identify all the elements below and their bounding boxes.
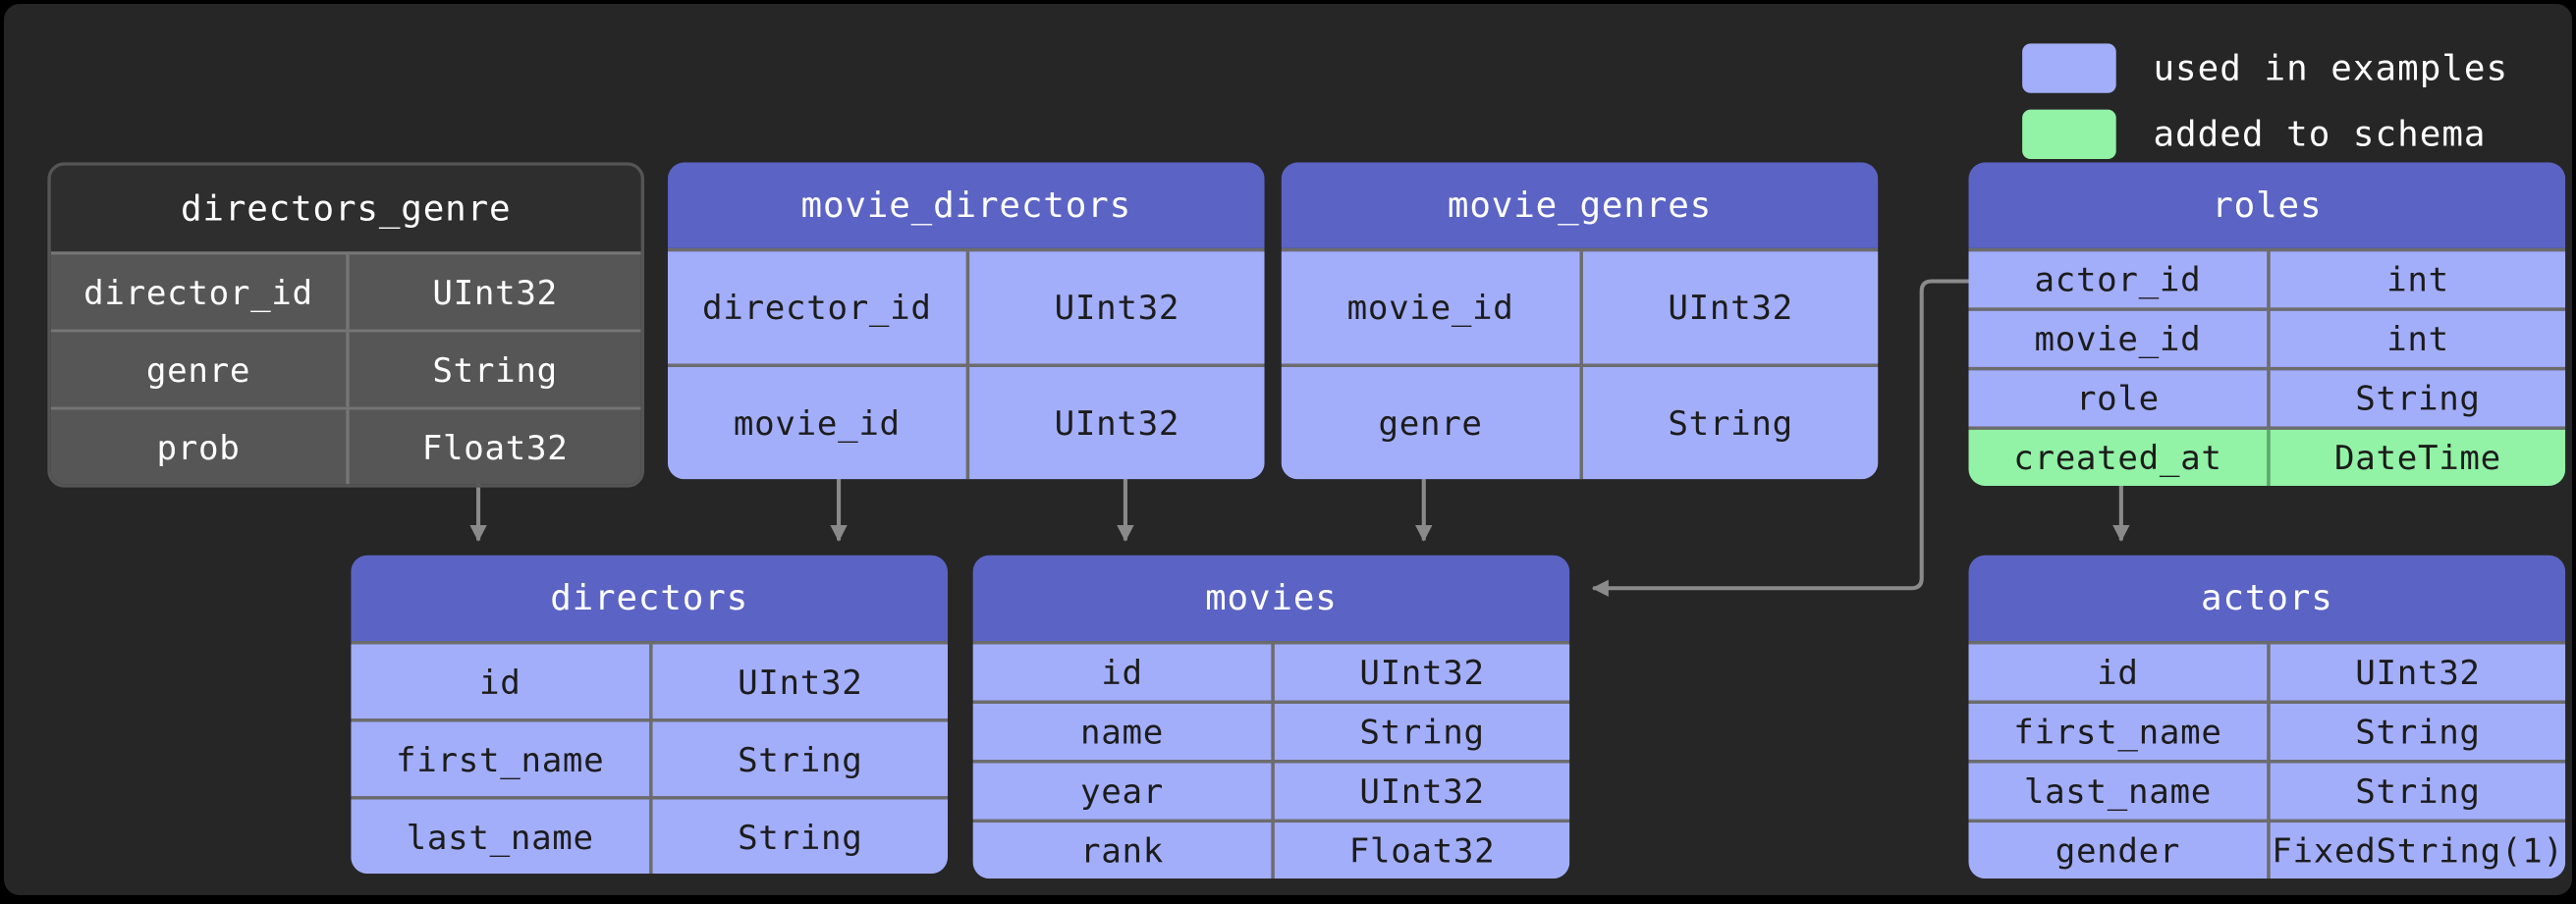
table-row[interactable]: rank Float32	[972, 819, 1570, 879]
column-name-year: year	[972, 763, 1272, 820]
column-name-id: id	[972, 644, 1272, 701]
table-roles[interactable]: roles actor_id int movie_id int role Str…	[1968, 162, 2566, 486]
table-row[interactable]: actor_id int	[1968, 247, 2566, 308]
table-row[interactable]: role String	[1968, 366, 2566, 427]
table-row-highlighted-created-at[interactable]: created_at DateTime	[1968, 426, 2566, 486]
column-type-prob: Float32	[346, 409, 641, 485]
column-name-movie-id: movie_id	[1281, 251, 1580, 364]
table-movies[interactable]: movies id UInt32 name String year UInt32…	[972, 555, 1570, 879]
column-type-role: String	[2267, 370, 2566, 427]
table-movie-genres[interactable]: movie_genres movie_id UInt32 genre Strin…	[1281, 162, 1879, 480]
column-type-last-name: String	[649, 799, 948, 875]
column-name-rank: rank	[972, 823, 1272, 879]
legend-item-added-to-schema: added to schema	[2022, 109, 2508, 160]
table-row[interactable]: id UInt32	[1968, 641, 2566, 701]
column-type-id: UInt32	[649, 644, 948, 719]
column-name-genre: genre	[50, 332, 347, 407]
table-row[interactable]: movie_id int	[1968, 307, 2566, 367]
column-name-director-id: director_id	[50, 254, 347, 330]
legend-swatch-added-to-schema	[2022, 109, 2116, 160]
table-row[interactable]: prob Float32	[50, 406, 641, 485]
table-title-movies: movies	[972, 555, 1570, 642]
table-title-movie-directors: movie_directors	[667, 162, 1265, 248]
table-row[interactable]: first_name String	[351, 718, 948, 797]
column-name-gender: gender	[1968, 823, 2268, 879]
table-row[interactable]: director_id UInt32	[667, 247, 1265, 364]
column-type-first-name: String	[649, 721, 948, 797]
table-row[interactable]: last_name String	[351, 796, 948, 875]
table-directors[interactable]: directors id UInt32 first_name String la…	[351, 555, 948, 875]
table-row[interactable]: genre String	[1281, 363, 1879, 480]
table-row[interactable]: first_name String	[1968, 700, 2566, 761]
legend-label-used-in-examples: used in examples	[2153, 48, 2509, 88]
table-movie-directors[interactable]: movie_directors director_id UInt32 movie…	[667, 162, 1265, 480]
column-name-actor-id: actor_id	[1968, 251, 2268, 308]
table-title-actors: actors	[1968, 555, 2566, 642]
legend-label-added-to-schema: added to schema	[2153, 114, 2487, 155]
column-type-id: UInt32	[2267, 644, 2566, 701]
column-name-prob: prob	[50, 409, 347, 485]
table-title-directors: directors	[351, 555, 948, 642]
table-row[interactable]: year UInt32	[972, 760, 1570, 820]
column-name-last-name: last_name	[1968, 763, 2268, 820]
table-row[interactable]: director_id UInt32	[50, 251, 641, 330]
column-name-genre: genre	[1281, 366, 1580, 480]
column-type-genre: String	[346, 332, 641, 407]
column-type-rank: Float32	[1271, 823, 1570, 879]
column-name-director-id: director_id	[667, 251, 966, 364]
column-type-last-name: String	[2267, 763, 2566, 820]
column-name-role: role	[1968, 370, 2268, 427]
column-name-created-at: created_at	[1968, 429, 2268, 486]
table-row[interactable]: gender FixedString(1)	[1968, 819, 2566, 879]
column-name-movie-id: movie_id	[667, 366, 966, 480]
column-name-movie-id: movie_id	[1968, 310, 2268, 367]
column-name-id: id	[1968, 644, 2268, 701]
table-title-directors-genre: directors_genre	[50, 165, 641, 252]
column-type-created-at: DateTime	[2267, 429, 2566, 486]
column-type-year: UInt32	[1271, 763, 1570, 820]
column-type-name: String	[1271, 703, 1570, 761]
column-name-last-name: last_name	[351, 799, 650, 875]
column-type-genre: String	[1579, 366, 1879, 480]
table-row[interactable]: last_name String	[1968, 760, 2566, 820]
table-row[interactable]: id UInt32	[972, 641, 1570, 701]
table-actors[interactable]: actors id UInt32 first_name String last_…	[1968, 555, 2566, 879]
column-name-first-name: first_name	[1968, 703, 2268, 761]
column-type-director-id: UInt32	[965, 251, 1265, 364]
table-title-roles: roles	[1968, 162, 2566, 248]
table-row[interactable]: movie_id UInt32	[667, 363, 1265, 480]
column-type-gender: FixedString(1)	[2267, 823, 2566, 879]
column-type-actor-id: int	[2267, 251, 2566, 308]
legend-item-used-in-examples: used in examples	[2022, 43, 2509, 93]
table-row[interactable]: movie_id UInt32	[1281, 247, 1879, 364]
diagram-panel: used in examples added to schema	[4, 4, 2572, 895]
table-title-movie-genres: movie_genres	[1281, 162, 1879, 248]
column-type-id: UInt32	[1271, 644, 1570, 701]
column-type-director-id: UInt32	[346, 254, 641, 330]
column-type-movie-id: UInt32	[965, 366, 1265, 480]
column-name-first-name: first_name	[351, 721, 650, 797]
table-row[interactable]: id UInt32	[351, 641, 948, 719]
table-row[interactable]: name String	[972, 700, 1570, 761]
legend-swatch-used-in-examples	[2022, 43, 2116, 93]
table-row[interactable]: genre String	[50, 329, 641, 407]
column-type-movie-id: int	[2267, 310, 2566, 367]
legend: used in examples added to schema	[2022, 43, 2509, 160]
column-type-movie-id: UInt32	[1579, 251, 1879, 364]
column-name-name: name	[972, 703, 1272, 761]
column-type-first-name: String	[2267, 703, 2566, 761]
table-directors-genre[interactable]: directors_genre director_id UInt32 genre…	[47, 162, 645, 488]
column-name-id: id	[351, 644, 650, 719]
